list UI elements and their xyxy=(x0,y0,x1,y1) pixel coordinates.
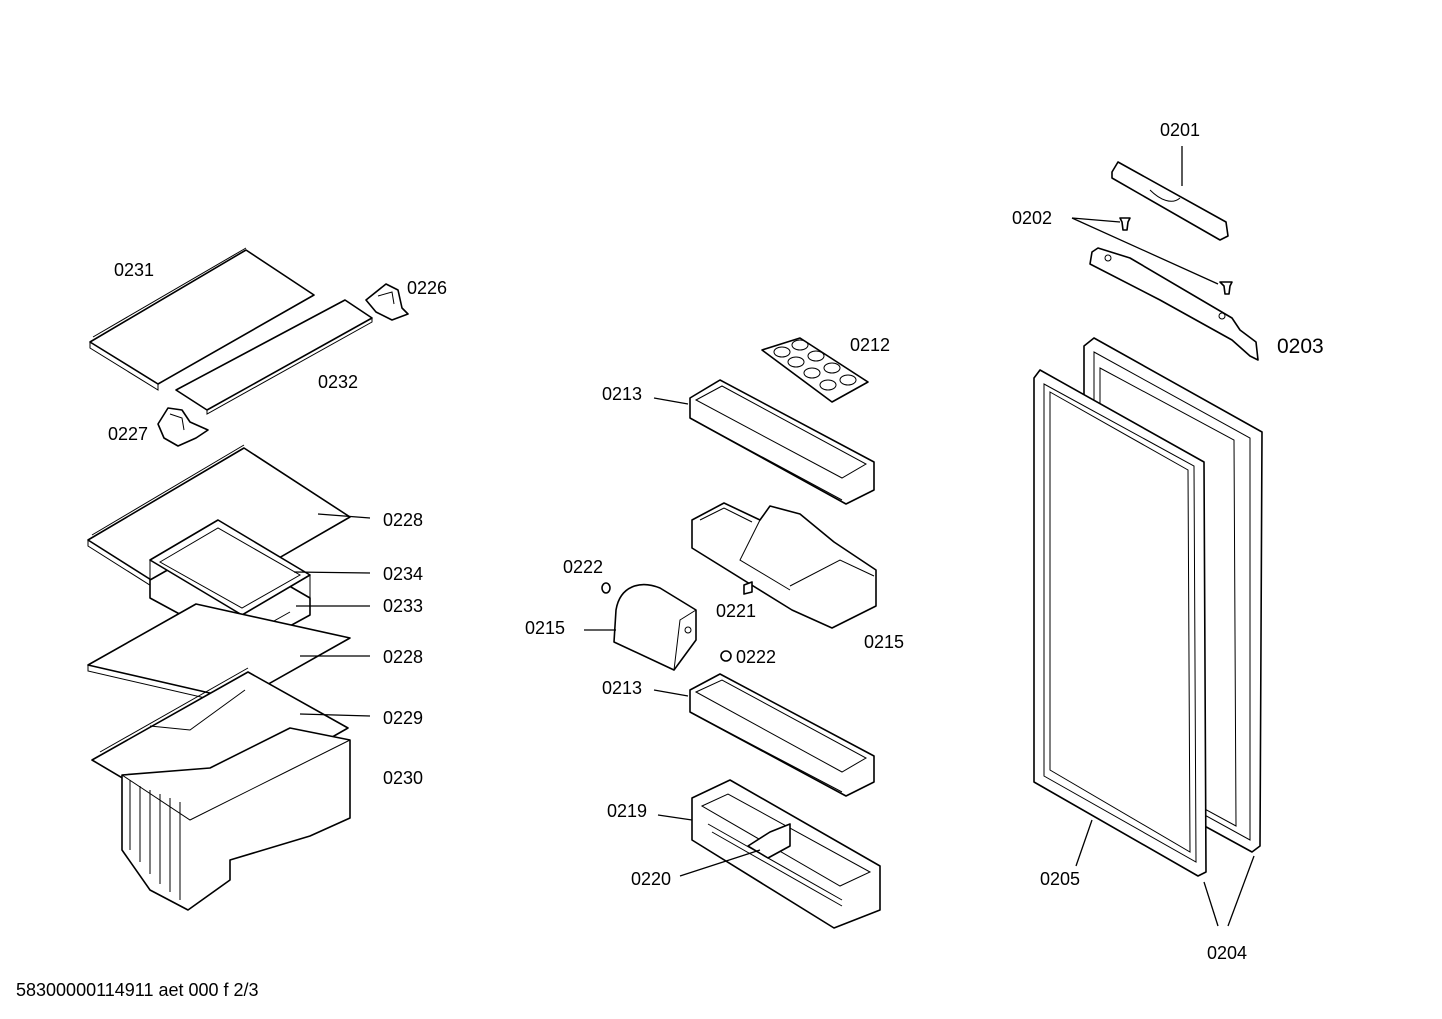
document-reference-code: 58300000114911 aet 000 f 2/3 xyxy=(16,980,259,1000)
part-0205-door-gasket xyxy=(1033,369,1207,877)
label-0220: 0220 xyxy=(631,869,671,889)
part-0230-crisper-drawer xyxy=(121,727,351,911)
label-0212: 0212 xyxy=(850,335,890,355)
label-0227: 0227 xyxy=(108,424,148,444)
part-0222-washer-lower xyxy=(720,650,732,662)
label-0213-lower: 0213 xyxy=(602,678,642,698)
part-0203-hinge-plate xyxy=(1089,247,1259,361)
label-0202: 0202 xyxy=(1012,208,1052,228)
part-labels: 0231 0226 0232 0227 0228 0234 0233 0228 … xyxy=(108,120,1324,963)
part-0231-glass-shelf xyxy=(89,247,315,391)
label-0228-upper: 0228 xyxy=(383,510,423,530)
label-0215: 0215 xyxy=(525,618,565,638)
label-0230: 0230 xyxy=(383,768,423,788)
label-0214: 0215 xyxy=(864,632,904,652)
label-0213-upper: 0213 xyxy=(602,384,642,404)
label-0222-upper: 0222 xyxy=(563,557,603,577)
part-0227-shelf-holder xyxy=(157,407,209,447)
leader-lines-right xyxy=(1071,146,1255,927)
label-0232: 0232 xyxy=(318,372,358,392)
label-0228-lower: 0228 xyxy=(383,647,423,667)
label-0219: 0219 xyxy=(607,801,647,821)
label-0229: 0229 xyxy=(383,708,423,728)
label-0226: 0226 xyxy=(407,278,447,298)
label-0234: 0234 xyxy=(383,564,423,584)
part-0232-shelf-strip xyxy=(175,299,373,415)
label-0201: 0201 xyxy=(1160,120,1200,140)
part-0213-door-bin-upper xyxy=(689,379,875,505)
part-0214-door-bin-middle xyxy=(691,502,877,629)
part-0221-screw xyxy=(743,581,753,595)
part-0202-screw-lower xyxy=(1219,281,1233,295)
label-0222-lower: 0222 xyxy=(736,647,776,667)
label-0205: 0205 xyxy=(1040,869,1080,889)
part-0212-egg-tray xyxy=(761,337,869,403)
leader-lines-middle xyxy=(584,397,761,877)
part-0202-screw-upper xyxy=(1119,217,1131,231)
part-0219-bottle-bin xyxy=(691,779,881,929)
part-0222-washer-upper xyxy=(601,582,611,594)
part-0213-door-bin-lower xyxy=(689,673,875,797)
label-0231: 0231 xyxy=(114,260,154,280)
part-0215-dairy-flap xyxy=(613,583,697,671)
part-0201-handle-trim xyxy=(1111,161,1229,241)
part-0226-shelf-holder xyxy=(365,283,409,321)
label-0221: 0221 xyxy=(716,601,756,621)
label-0204: 0204 xyxy=(1207,943,1247,963)
label-0233: 0233 xyxy=(383,596,423,616)
leader-lines-left xyxy=(293,513,371,717)
part-0220-bottle-stopper xyxy=(747,823,791,859)
label-0203: 0203 xyxy=(1277,335,1324,358)
